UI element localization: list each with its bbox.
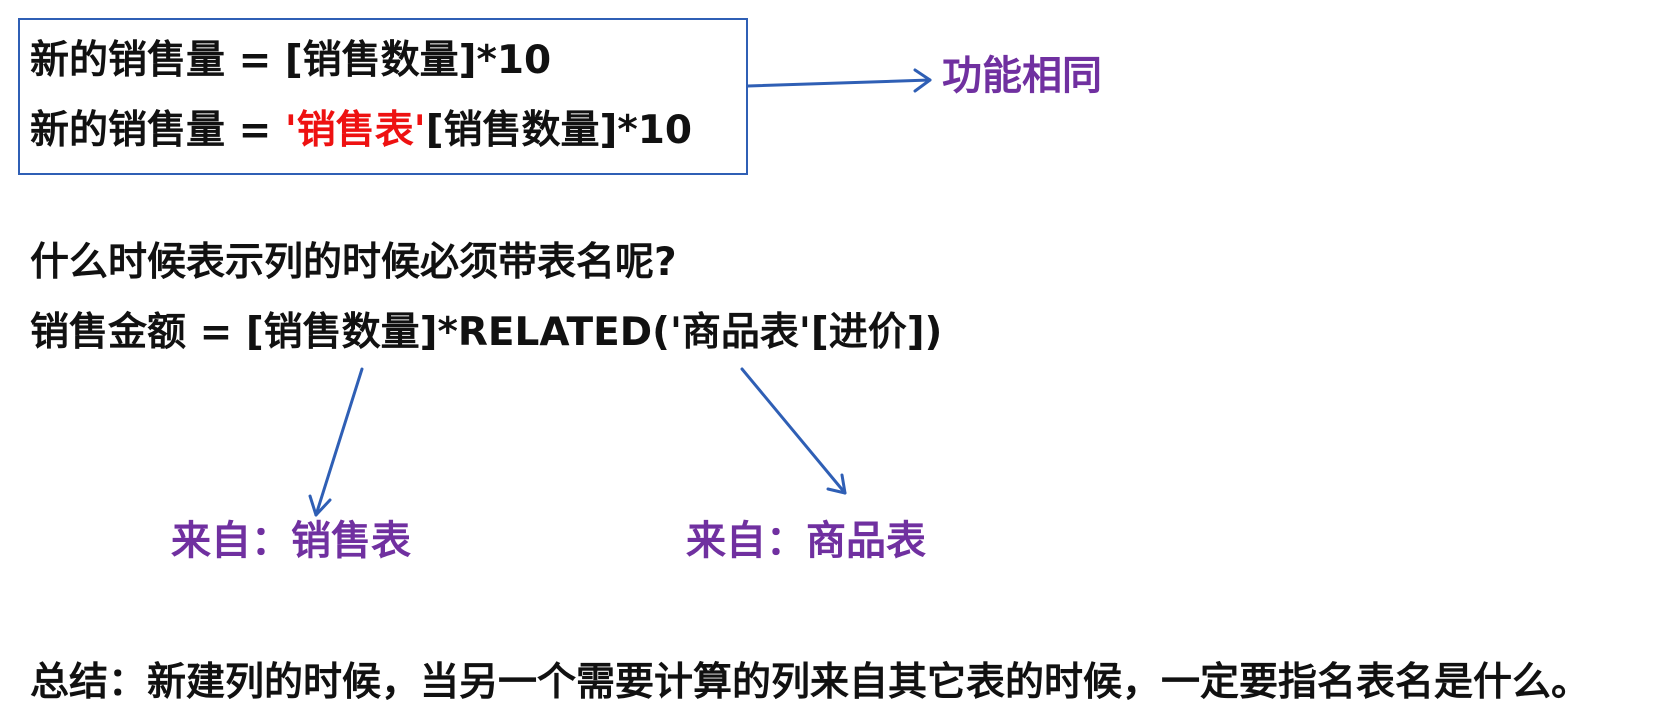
formula-box <box>18 18 748 175</box>
table-name-highlight: '销售表' <box>284 108 426 153</box>
arrow-product-price <box>740 367 847 495</box>
formula-line-2-prefix: 新的销售量 = <box>30 108 285 153</box>
formula-line-1: 新的销售量 = [销售数量]*10 <box>30 38 552 83</box>
from-product-table-label: 来自：商品表 <box>686 518 926 564</box>
from-sales-table-label: 来自：销售表 <box>171 518 411 564</box>
summary-text: 总结：新建列的时候，当另一个需要计算的列来自其它表的时候，一定要指名表名是什么。 <box>30 660 1591 705</box>
amount-formula: 销售金额 = [销售数量]*RELATED('商品表'[进价]) <box>30 310 943 355</box>
formula-line-2-suffix: [销售数量]*10 <box>425 108 693 153</box>
formula-line-2: 新的销售量 = '销售表'[销售数量]*10 <box>30 108 692 154</box>
arrow-sales-quantity <box>308 367 364 517</box>
question-text: 什么时候表示列的时候必须带表名呢? <box>30 240 677 285</box>
arrow-box-to-label <box>746 68 932 93</box>
same-function-label: 功能相同 <box>942 53 1102 99</box>
